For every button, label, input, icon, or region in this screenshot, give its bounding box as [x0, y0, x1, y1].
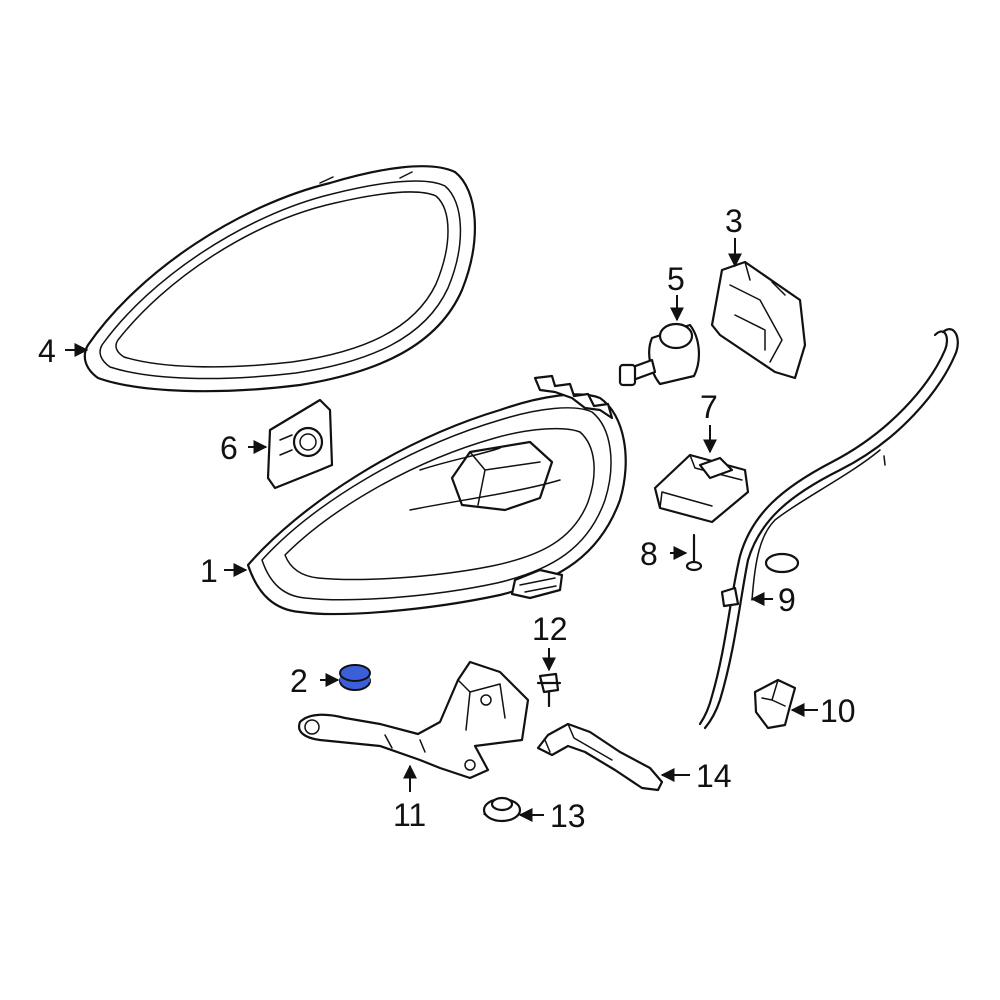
- part-1-headlight-assembly[interactable]: [246, 374, 627, 616]
- callout-1: 1: [200, 553, 218, 589]
- part-6-gasket[interactable]: [266, 398, 334, 490]
- part-8-screw[interactable]: [685, 533, 703, 572]
- callout-10: 10: [820, 693, 856, 729]
- callout-5: 5: [667, 261, 685, 297]
- part-2-plug[interactable]: [339, 664, 371, 691]
- callout-11: 11: [393, 797, 426, 833]
- callout-8: 8: [640, 536, 658, 572]
- part-12-bolt[interactable]: [536, 672, 562, 708]
- callout-9: 9: [778, 582, 796, 618]
- part-13-grommet[interactable]: [482, 796, 522, 823]
- part-4-lens-seal[interactable]: [83, 165, 476, 393]
- callout-labels: 4 1 2 3 5 6 7 8 9 10 11 12 13 14: [38, 203, 856, 834]
- part-7-control-module[interactable]: [653, 453, 750, 524]
- callout-2: 2: [290, 663, 308, 699]
- part-11-mounting-bracket[interactable]: [297, 660, 530, 780]
- callout-6: 6: [220, 430, 238, 466]
- callout-14: 14: [696, 758, 732, 794]
- callout-12: 12: [532, 611, 568, 647]
- callout-13: 13: [550, 798, 586, 834]
- leader-lines: [65, 238, 818, 822]
- part-5-adjuster[interactable]: [618, 322, 700, 387]
- part-14-trim[interactable]: [536, 722, 664, 792]
- part-3-bracket[interactable]: [710, 260, 807, 380]
- callout-7: 7: [700, 389, 718, 425]
- part-9-hose[interactable]: [698, 328, 959, 730]
- callout-4: 4: [38, 333, 56, 369]
- part-10-clip[interactable]: [753, 678, 797, 730]
- callout-3: 3: [725, 203, 743, 239]
